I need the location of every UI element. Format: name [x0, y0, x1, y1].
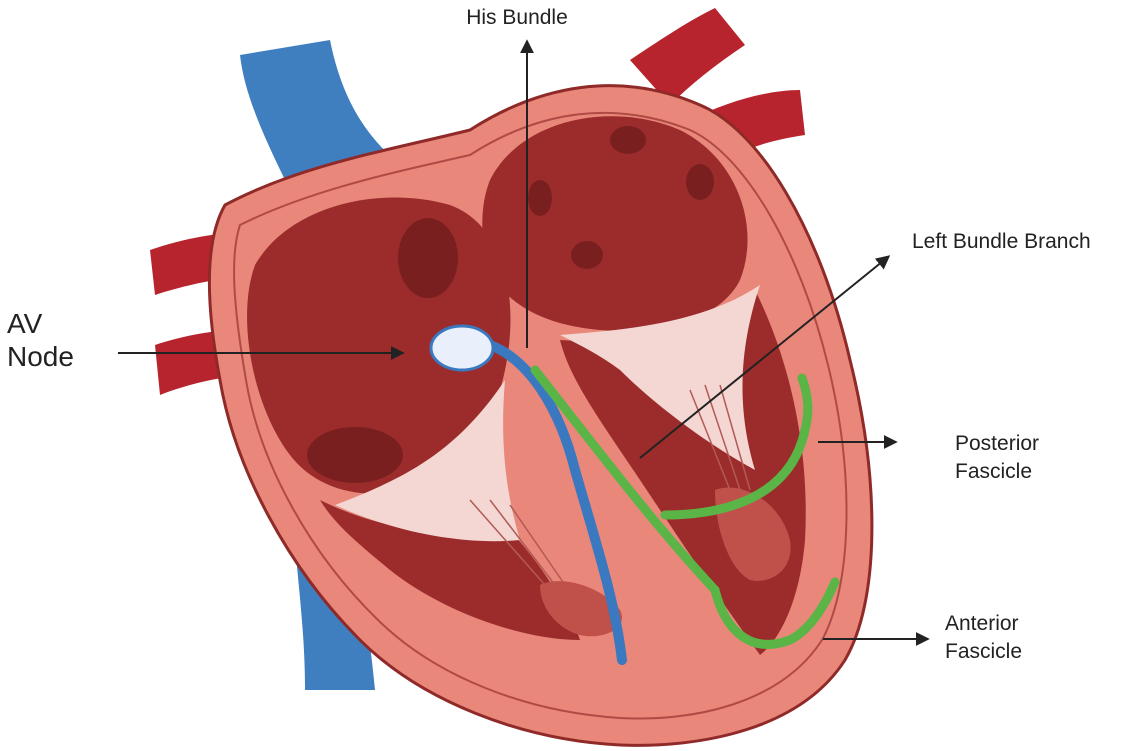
right-ventricle [320, 500, 580, 640]
pulmonary-vein-1 [610, 126, 646, 154]
posterior-fascicle-path [660, 373, 813, 520]
av-node-label-line2: Node [7, 341, 74, 372]
right-atrium-opening-upper [398, 218, 458, 298]
heart-inner-wall-line [233, 111, 848, 720]
anterior-fascicle-label-line2: Fascicle [945, 640, 1022, 663]
anterior-fascicle-path [710, 577, 840, 649]
papillary-muscle-left [715, 487, 791, 581]
left-bundle-branch-path [530, 365, 720, 595]
valves [335, 285, 791, 637]
left-bundle-branch-label: Left Bundle Branch [912, 230, 1091, 253]
his-bundle-label: His Bundle [466, 6, 568, 29]
right-atrium-opening-lower [307, 427, 403, 483]
pulmonary-vein-2 [528, 180, 552, 216]
anterior-fascicle-label-line1: Anterior [945, 612, 1019, 635]
papillary-muscle-right [540, 581, 622, 637]
pulmonary-vein-3 [686, 164, 714, 200]
chordae-tendineae [469, 384, 751, 586]
his-bundle-path [485, 340, 627, 665]
left-bundle-branch-arrow [639, 255, 891, 459]
artery-top-right [630, 8, 745, 105]
tricuspid-valve [335, 380, 520, 542]
left-atrium [482, 116, 748, 331]
mitral-valve [560, 285, 760, 470]
pulmonary-vein-4 [571, 241, 603, 269]
posterior-fascicle-label-line2: Fascicle [955, 460, 1032, 483]
av-node [429, 324, 495, 372]
posterior-fascicle-label-line1: Posterior [955, 432, 1039, 455]
av-node-label-line1: AV [7, 308, 43, 339]
